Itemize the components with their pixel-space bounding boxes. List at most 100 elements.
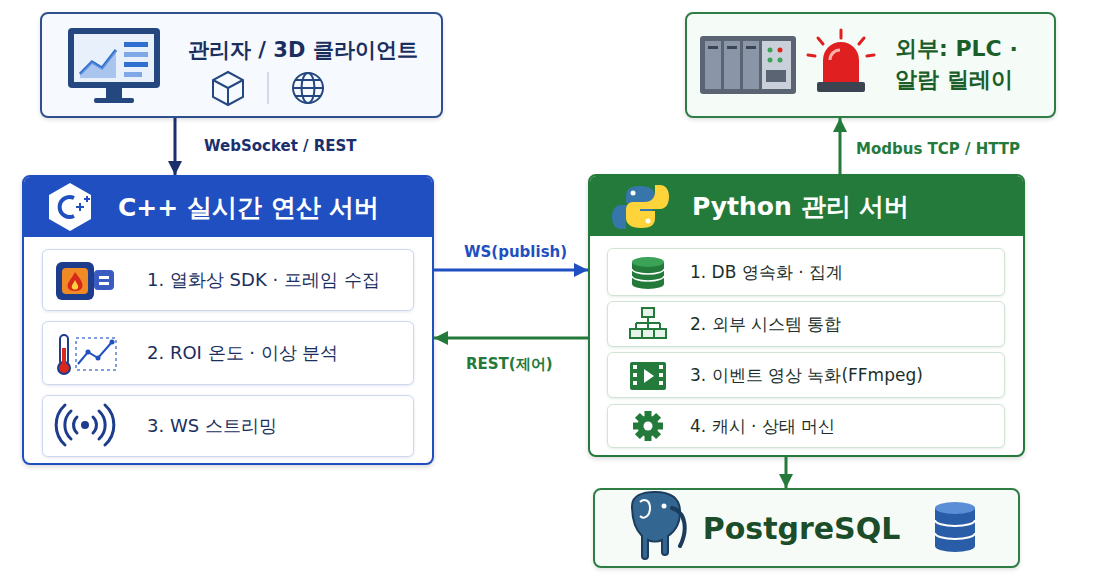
monitor-icon xyxy=(124,52,148,57)
globe-icon xyxy=(293,73,323,103)
node-label: 1. 열화상 SDK · 프레임 수집 xyxy=(147,268,380,292)
monitor-icon xyxy=(106,88,122,98)
gear-icon xyxy=(645,434,652,441)
video-icon xyxy=(630,362,666,390)
monitor-icon xyxy=(68,28,160,88)
gear-icon xyxy=(633,411,663,441)
cube-icon xyxy=(213,72,243,105)
cpp-logo xyxy=(60,197,74,217)
plc-icon xyxy=(700,36,796,94)
monitor-icon xyxy=(80,50,116,74)
edge-label: REST(제어) xyxy=(466,355,553,374)
component-box: PostgreSQL xyxy=(593,488,1020,568)
node-label: 4. 캐시 · 상태 머신 xyxy=(690,415,835,438)
edge-label: WebSocket / REST xyxy=(204,137,357,155)
node-label: 2. 외부 시스템 통합 xyxy=(690,313,841,336)
thermometer-chart-icon xyxy=(96,356,101,361)
cube-icon xyxy=(213,72,243,105)
plc-icon xyxy=(708,46,718,49)
alarm-siren-icon xyxy=(817,82,865,92)
thermometer-chart-icon xyxy=(86,350,91,355)
module-box: 4. 캐시 · 상태 머신 xyxy=(607,404,1005,448)
plc-icon xyxy=(778,58,783,63)
broadcast-icon xyxy=(74,417,97,433)
python-logo xyxy=(612,185,669,229)
hierarchy-icon xyxy=(636,317,660,329)
database-icon xyxy=(935,502,975,552)
component-box: 외부: PLC · 알람 릴레이 xyxy=(685,12,1056,118)
alarm-siren-icon xyxy=(808,30,874,92)
thermal-camera-icon xyxy=(99,282,109,285)
thermometer-chart-icon xyxy=(60,335,68,365)
python-logo xyxy=(646,219,651,224)
hierarchy-icon xyxy=(642,329,654,338)
module-box: 2. 외부 시스템 통합 xyxy=(607,301,1005,347)
video-icon xyxy=(659,365,663,369)
module-box: 2. ROI 온도 · 이상 분석 xyxy=(42,321,414,385)
hierarchy-icon xyxy=(654,329,666,338)
postgresql-elephant-icon xyxy=(632,492,680,559)
postgresql-elephant-icon xyxy=(662,504,667,509)
module-box: 3. 이벤트 영상 녹화(FFmpeg) xyxy=(607,352,1005,398)
plc-icon xyxy=(768,48,773,53)
database-icon xyxy=(632,269,664,281)
flow-arrow xyxy=(434,337,588,340)
plc-icon xyxy=(766,70,786,82)
python-logo xyxy=(631,191,636,196)
monitor-icon xyxy=(80,50,116,78)
divider xyxy=(267,72,269,104)
monitor-icon xyxy=(124,62,148,67)
python-logo xyxy=(626,185,669,228)
gear-icon xyxy=(633,411,663,441)
gear-icon xyxy=(644,422,653,431)
flow-arrow xyxy=(434,269,588,272)
thermal-camera-icon xyxy=(56,262,94,300)
python-logo xyxy=(612,186,655,229)
thermal-camera-icon xyxy=(56,262,114,300)
flow-arrow xyxy=(174,118,177,175)
thermometer-chart-icon xyxy=(58,335,116,374)
plc-icon xyxy=(700,36,796,94)
flow-arrow xyxy=(785,457,788,488)
video-icon xyxy=(644,369,654,383)
thermal-camera-icon xyxy=(62,268,88,294)
hierarchy-icon xyxy=(630,308,666,338)
gear-icon xyxy=(651,429,661,439)
node-label: C++ 실시간 연산 서버 xyxy=(24,177,432,237)
plc-icon xyxy=(746,46,756,49)
node-label: PostgreSQL xyxy=(703,511,901,546)
module-box: 1. 열화상 SDK · 프레임 수집 xyxy=(42,249,414,311)
gear-icon xyxy=(651,413,661,423)
thermometer-chart-icon xyxy=(110,340,115,345)
globe-icon xyxy=(293,73,323,103)
cpp-logo xyxy=(49,183,91,231)
database-icon xyxy=(935,540,975,552)
node-label: 3. 이벤트 영상 녹화(FFmpeg) xyxy=(690,364,923,387)
plc-icon xyxy=(762,41,791,89)
edge-label: Modbus TCP / HTTP xyxy=(856,140,1020,158)
cpp-logo xyxy=(49,183,91,231)
database-icon xyxy=(632,279,664,289)
thermal-camera-icon xyxy=(68,272,83,291)
monitor-icon xyxy=(124,42,148,47)
broadcast-icon xyxy=(65,411,105,439)
monitor-icon xyxy=(124,72,142,77)
plc-icon xyxy=(778,48,783,53)
node-label: 외부: PLC · 알람 릴레이 xyxy=(895,34,1045,96)
gear-icon xyxy=(638,416,659,437)
hierarchy-icon xyxy=(630,329,642,338)
postgresql-elephant-icon xyxy=(672,508,685,546)
module-box: 1. DB 영속화 · 집계 xyxy=(607,248,1005,296)
node-label: Python 관리 서버 xyxy=(590,176,1023,236)
thermometer-chart-icon xyxy=(58,362,70,374)
gear-icon xyxy=(635,413,645,423)
component-box: Python 관리 서버 1. DB 영속화 · 집계 2. 외부 시스템 통합 3.… xyxy=(588,174,1025,457)
gear-icon xyxy=(635,429,645,439)
node-label: 관리자 / 3D 클라이언트 xyxy=(188,36,441,64)
component-box: 관리자 / 3D 클라이언트 xyxy=(40,12,443,118)
database-icon xyxy=(935,502,975,514)
monitor-icon xyxy=(74,34,154,82)
broadcast-icon xyxy=(56,405,114,445)
component-box: C++ 실시간 연산 서버 1. 열화상 SDK · 프레임 수집 2. ROI 온… xyxy=(22,175,434,465)
